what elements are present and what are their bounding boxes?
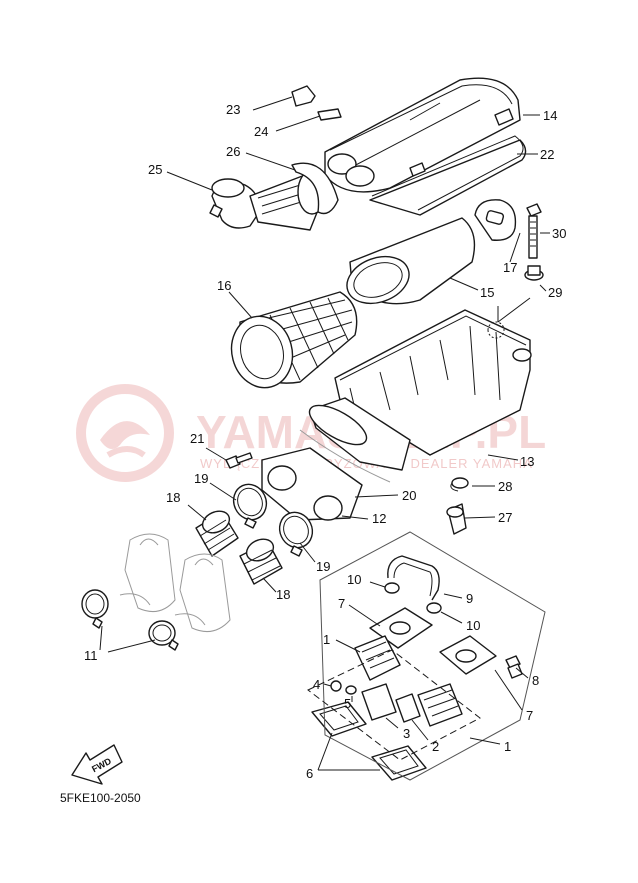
clip-28 xyxy=(450,477,469,492)
callout-21: 21 xyxy=(190,431,204,446)
callout-1-upper: 1 xyxy=(323,632,330,647)
callout-18-upper: 18 xyxy=(166,490,180,505)
reed-group-frame xyxy=(319,531,546,781)
holder-17 xyxy=(474,199,517,241)
reed-block-1-lower xyxy=(417,683,463,727)
callout-4: 4 xyxy=(313,677,320,692)
callout-13: 13 xyxy=(520,454,534,469)
air-duct-26 xyxy=(249,162,339,231)
air-box-cover xyxy=(324,77,527,216)
callout-3: 3 xyxy=(403,726,410,741)
watermark-logo xyxy=(76,384,174,482)
callout-7-upper: 7 xyxy=(338,596,345,611)
callout-22: 22 xyxy=(540,147,554,162)
reed-block-1-upper xyxy=(354,635,401,681)
callout-14: 14 xyxy=(543,108,557,123)
callout-12: 12 xyxy=(372,511,386,526)
callout-25: 25 xyxy=(148,162,162,177)
callout-9: 9 xyxy=(466,591,473,606)
air-joint-25 xyxy=(209,178,260,229)
callout-1-lower: 1 xyxy=(504,739,511,754)
callout-6: 6 xyxy=(306,766,313,781)
bolt-30 xyxy=(526,203,542,259)
carburetor-ghost xyxy=(119,533,231,633)
callout-19-upper: 19 xyxy=(194,471,208,486)
callout-30: 30 xyxy=(552,226,566,241)
callout-28: 28 xyxy=(498,479,512,494)
callout-17: 17 xyxy=(503,260,517,275)
callout-29: 29 xyxy=(548,285,562,300)
air-filter-16 xyxy=(230,291,358,389)
clamp-19-upper xyxy=(232,483,268,529)
callout-18-lower: 18 xyxy=(276,587,290,602)
callout-8: 8 xyxy=(532,673,539,688)
callout-26: 26 xyxy=(226,144,240,159)
reed-valve-7-lower xyxy=(439,635,497,675)
callout-5: 5 xyxy=(344,696,351,711)
boot-20 xyxy=(299,397,411,483)
callout-15: 15 xyxy=(480,285,494,300)
reed-subgroup-frame xyxy=(307,649,481,761)
screw-21 xyxy=(225,452,253,469)
clamp-11-right xyxy=(148,620,179,651)
callouts: 23 24 14 22 25 26 30 17 29 15 16 13 21 1… xyxy=(84,102,566,781)
clip-24 xyxy=(317,108,342,121)
leader-lines xyxy=(99,96,550,771)
grommet-29 xyxy=(524,265,544,281)
fwd-arrow: FWD xyxy=(71,744,123,785)
clamp-19-lower xyxy=(278,511,314,557)
bolt-8 xyxy=(505,655,523,679)
reed-stopper-2 xyxy=(395,693,421,723)
washer-5 xyxy=(345,685,357,695)
carb-joint-18-lower xyxy=(239,538,283,585)
clip-10-upper xyxy=(384,582,400,594)
gasket-6 xyxy=(311,701,427,781)
air-filter-element-15 xyxy=(346,217,476,305)
callout-20: 20 xyxy=(402,488,416,503)
callout-7-lower: 7 xyxy=(526,708,533,723)
callout-24: 24 xyxy=(254,124,268,139)
reed-plate-3 xyxy=(361,683,397,721)
callout-10-lower: 10 xyxy=(466,618,480,633)
callout-16: 16 xyxy=(217,278,231,293)
joint-12 xyxy=(261,447,363,521)
callout-2: 2 xyxy=(432,739,439,754)
screw-4 xyxy=(330,680,342,692)
pipe-9 xyxy=(387,555,440,601)
clamp-11-left xyxy=(81,589,109,629)
callout-27: 27 xyxy=(498,510,512,525)
diagram-code: 5FKE100-2050 xyxy=(60,791,141,805)
callout-10-upper: 10 xyxy=(347,572,361,587)
callout-19-lower: 19 xyxy=(316,559,330,574)
carb-joint-18-upper xyxy=(195,510,239,557)
bracket-27 xyxy=(446,503,467,535)
callout-23: 23 xyxy=(226,102,240,117)
callout-11: 11 xyxy=(84,648,98,663)
clip-10-lower xyxy=(426,602,442,614)
clip-23 xyxy=(291,85,316,107)
